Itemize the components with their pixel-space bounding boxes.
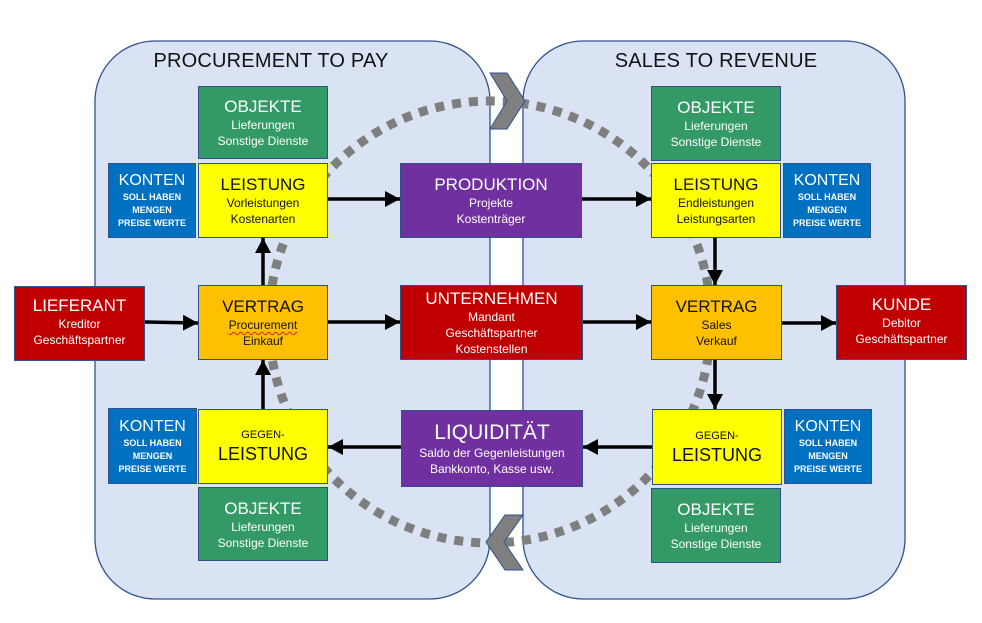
box-line: Sonstige Dienste xyxy=(217,134,309,148)
box-line: Kreditor xyxy=(58,317,101,331)
box-line: Sonstige Dienste xyxy=(670,537,762,551)
box-line: Geschäftspartner xyxy=(445,326,538,340)
box-title: KONTEN xyxy=(793,172,861,189)
konten-box-bottom-right: KONTEN SOLL HABEN MENGEN PREISE WERTE xyxy=(784,409,872,484)
box-line: Sonstige Dienste xyxy=(217,535,309,550)
objekte-box-top-right: OBJEKTE Lieferungen Sonstige Dienste xyxy=(651,86,781,161)
box-title: KONTEN xyxy=(118,172,186,189)
unternehmen-box: UNTERNEHMEN Mandant Geschäftspartner Kos… xyxy=(400,285,583,360)
box-title: UNTERNEHMEN xyxy=(425,289,558,308)
box-title: VERTRAG xyxy=(222,297,304,316)
box-line: Kostenarten xyxy=(230,212,296,226)
box-line: Verkauf xyxy=(696,334,737,348)
box-title: OBJEKTE xyxy=(224,498,302,518)
chevron-left-icon xyxy=(485,514,524,571)
leistung-box-left: LEISTUNG Vorleistungen Kostenarten xyxy=(198,163,328,238)
box-line: PREISE WERTE xyxy=(793,464,862,474)
objekte-box-bottom-right: OBJEKTE Lieferungen Sonstige Dienste xyxy=(651,488,781,563)
konten-box-top-right: KONTEN SOLL HABEN MENGEN PREISE WERTE xyxy=(783,163,871,238)
box-line: Bankkonto, Kasse usw. xyxy=(429,462,555,476)
box-line: Kostenstellen xyxy=(455,342,528,356)
box-line: MENGEN xyxy=(132,450,173,461)
produktion-box: PRODUKTION Projekte Kostenträger xyxy=(400,163,582,238)
lieferant-box: LIEFERANT Kreditor Geschäftspartner xyxy=(14,286,145,361)
liquiditaet-box: LIQUIDITÄT Saldo der Gegenleistungen Ban… xyxy=(401,410,583,487)
box-title: PRODUKTION xyxy=(434,175,548,194)
box-line: Sales xyxy=(701,318,732,332)
box-line: Sonstige Dienste xyxy=(670,135,762,149)
konten-box-top-left: KONTEN SOLL HABEN MENGEN PREISE WERTE xyxy=(108,163,196,238)
box-title: LIQUIDITÄT xyxy=(434,421,550,444)
box-line: MENGEN xyxy=(807,205,847,215)
box-line: Einkauf xyxy=(242,334,284,348)
box-pre-title: GEGEN- xyxy=(241,429,285,441)
box-line: Debitor xyxy=(882,316,921,330)
chevron-right-icon xyxy=(489,72,526,130)
box-line: Vorleistungen xyxy=(226,196,300,210)
box-line: PREISE WERTE xyxy=(792,218,861,228)
box-line: Leistungsarten xyxy=(676,212,756,226)
objekte-box-bottom-left: OBJEKTE Lieferungen Sonstige Dienste xyxy=(198,487,328,561)
box-line: SOLL HABEN xyxy=(122,192,182,202)
box-line: Kostenträger xyxy=(456,212,526,226)
box-line: Saldo der Gegenleistungen xyxy=(419,446,565,460)
leistung-box-right: LEISTUNG Endleistungen Leistungsarten xyxy=(651,163,781,238)
box-title: KONTEN xyxy=(794,418,862,435)
vertrag-box-left: VERTRAG Procurement Einkauf xyxy=(198,285,328,360)
gegenleistung-box-right: GEGEN- LEISTUNG xyxy=(652,409,782,485)
box-line: Geschäftspartner xyxy=(855,332,948,346)
vertrag-box-right: VERTRAG Sales Verkauf xyxy=(651,285,782,360)
box-line: Endleistungen xyxy=(677,196,755,210)
box-line: Mandant xyxy=(468,310,515,324)
box-title: LEISTUNG xyxy=(671,444,763,465)
box-title: OBJEKTE xyxy=(677,98,755,117)
box-line: Lieferungen xyxy=(231,519,295,534)
box-title: KUNDE xyxy=(871,295,932,314)
panel-title-procurement: PROCUREMENT TO PAY xyxy=(153,50,389,72)
box-title: OBJEKTE xyxy=(224,97,302,116)
box-line: PREISE WERTE xyxy=(118,463,187,474)
box-title: LIEFERANT xyxy=(32,296,127,315)
box-line: Lieferungen xyxy=(684,521,748,535)
box-line: SOLL HABEN xyxy=(798,438,858,448)
box-line: SOLL HABEN xyxy=(797,192,857,202)
box-line: SOLL HABEN xyxy=(123,437,182,448)
box-line: Geschäftspartner xyxy=(33,333,126,347)
kunde-box: KUNDE Debitor Geschäftspartner xyxy=(836,285,967,360)
box-line: Lieferungen xyxy=(231,118,295,132)
box-title: VERTRAG xyxy=(675,297,758,316)
box-title: LEISTUNG xyxy=(673,175,759,194)
box-line: PREISE WERTE xyxy=(117,218,186,228)
box-line: Lieferungen xyxy=(684,119,748,133)
box-title: LEISTUNG xyxy=(217,444,309,464)
box-title: LEISTUNG xyxy=(220,175,306,194)
box-title: OBJEKTE xyxy=(677,500,755,519)
gegenleistung-box-left: GEGEN- LEISTUNG xyxy=(198,409,328,484)
konten-box-bottom-left: KONTEN SOLL HABEN MENGEN PREISE WERTE xyxy=(108,408,197,484)
box-line: Procurement xyxy=(228,318,298,332)
box-line: Projekte xyxy=(468,196,514,210)
box-pre-title: GEGEN- xyxy=(695,429,739,442)
objekte-box-top-left: OBJEKTE Lieferungen Sonstige Dienste xyxy=(198,86,328,159)
box-title: KONTEN xyxy=(119,417,186,435)
panel-title-sales: SALES TO REVENUE xyxy=(614,50,818,72)
box-line: MENGEN xyxy=(132,205,172,215)
box-line: MENGEN xyxy=(808,451,848,461)
